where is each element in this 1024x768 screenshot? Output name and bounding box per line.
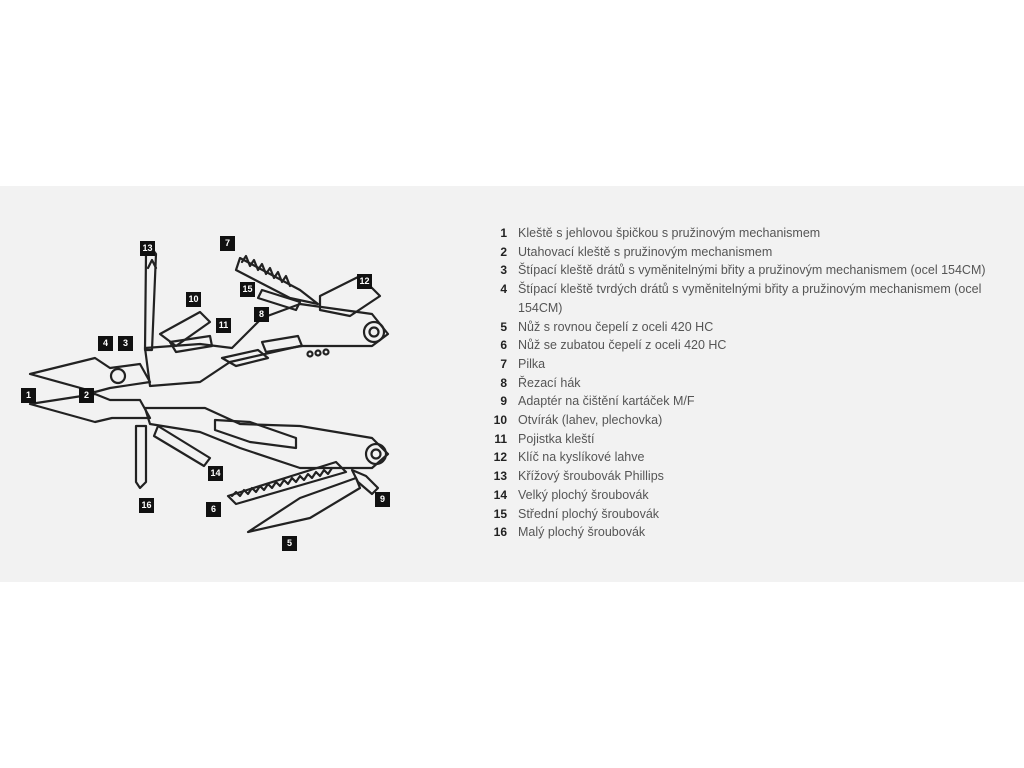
callout-16: 16 [139,498,154,513]
legend-number: 13 [493,469,507,484]
legend-item: 5 Nůž s rovnou čepelí z oceli 420 HC [478,318,1018,337]
legend-item: 13 Křížový šroubovák Phillips [478,467,1018,486]
legend-item: 11 Pojistka kleští [478,430,1018,449]
legend-text: Křížový šroubovák Phillips [518,469,664,484]
legend-number: 1 [500,226,507,240]
lower-handle-pivot [364,442,388,466]
legend-number: 2 [500,244,507,259]
legend-number: 11 [494,431,507,446]
large-screwdriver [152,424,212,468]
legend-text: Pilka [518,356,546,371]
callout-2: 2 [79,388,94,403]
legend-item: 12 Klíč na kyslíkové lahve [478,448,1018,467]
legend-text: Řezací hák [518,375,581,390]
multitool-drawing [28,244,390,534]
multitool-diagram: 1 2 3 4 5 6 7 8 9 10 11 12 13 14 15 16 [0,186,470,582]
callout-6: 6 [206,502,221,517]
legend-item: 4 Štípací kleště tvrdých drátů s vyměnite… [478,280,1018,317]
callout-11: 11 [216,318,231,333]
saw-blade [234,256,320,306]
legend-text: Adaptér na čištění kartáček M/F [518,394,695,409]
legend-text: Štípací kleště drátů s vyměnitelnými bři… [518,263,986,278]
legend-item: 14 Velký plochý šroubovák [478,486,1018,505]
legend-item: 16 Malý plochý šroubovák [478,523,1018,542]
legend-number: 14 [493,487,507,502]
legend-number: 15 [493,506,507,521]
legend-number: 16 [493,525,507,540]
legend-number: 6 [500,338,507,353]
callout-5: 5 [282,536,297,551]
legend-item: 10 Otvírák (lahev, plechovka) [478,411,1018,430]
callout-10: 10 [186,292,201,307]
callout-15: 15 [240,282,255,297]
brush-adapter [350,468,380,496]
callout-1: 1 [21,388,36,403]
legend-text: Malý plochý šroubovák [518,525,646,540]
pliers-jaw-upper [28,356,152,394]
legend-number: 10 [493,413,507,428]
legend-number: 8 [500,375,507,390]
pliers-lock [168,334,214,354]
upper-handle-pivot [362,320,386,344]
legend-item: 3 Štípací kleště drátů s vyměnitelnými bř… [478,261,1018,280]
legend-text: Otvírák (lahev, plechovka) [518,413,663,428]
medium-screwdriver [256,288,302,312]
callout-8: 8 [254,307,269,322]
legend-text: Utahovací kleště s pružinovým mechanisme… [518,244,773,259]
straight-knife [246,476,362,534]
legend-text: Pojistka kleští [518,431,595,446]
legend-item: 6 Nůž se zubatou čepelí z oceli 420 HC [478,336,1018,355]
legend-number: 12 [493,450,507,465]
legend-number: 3 [500,263,507,278]
legend-item: 8 Řezací hák [478,374,1018,393]
bottle-opener [158,310,212,348]
legend-item: 9 Adaptér na čištění kartáček M/F [478,392,1018,411]
legend-text: Štípací kleště tvrdých drátů s vyměnitel… [518,282,982,315]
callout-12: 12 [357,274,372,289]
serrated-knife [226,460,348,506]
callout-9: 9 [375,492,390,507]
legend-text: Velký plochý šroubovák [518,487,649,502]
small-screwdriver [134,424,148,490]
callout-3: 3 [118,336,133,351]
legend-number: 9 [500,394,507,409]
legend-text: Nůž se zubatou čepelí z oceli 420 HC [518,338,727,353]
legend-text: Kleště s jehlovou špičkou s pružinovým m… [518,226,821,240]
content-panel: 1 2 3 4 5 6 7 8 9 10 11 12 13 14 15 16 1… [0,186,1024,582]
legend-item: 7 Pilka [478,355,1018,374]
legend-item: 2 Utahovací kleště s pružinovým mechanism… [478,243,1018,262]
callout-14: 14 [208,466,223,481]
lower-handle [143,406,390,470]
legend-number: 5 [500,319,507,334]
legend-number: 4 [500,282,507,297]
callout-13: 13 [140,241,155,256]
legend-number: 7 [500,356,507,371]
upper-handle [143,302,390,388]
legend-item: 1 Kleště s jehlovou špičkou s pružinovým … [478,224,1018,243]
legend-text: Střední plochý šroubovák [518,506,660,521]
pliers-pivot [109,367,127,385]
legend-item: 15 Střední plochý šroubovák [478,505,1018,524]
legend-text: Klíč na kyslíkové lahve [518,450,645,465]
callout-4: 4 [98,336,113,351]
oxygen-wrench [318,274,382,318]
legend-text: Nůž s rovnou čepelí z oceli 420 HC [518,319,714,334]
parts-legend: 1 Kleště s jehlovou špičkou s pružinovým … [478,224,1018,542]
callout-7: 7 [220,236,235,251]
